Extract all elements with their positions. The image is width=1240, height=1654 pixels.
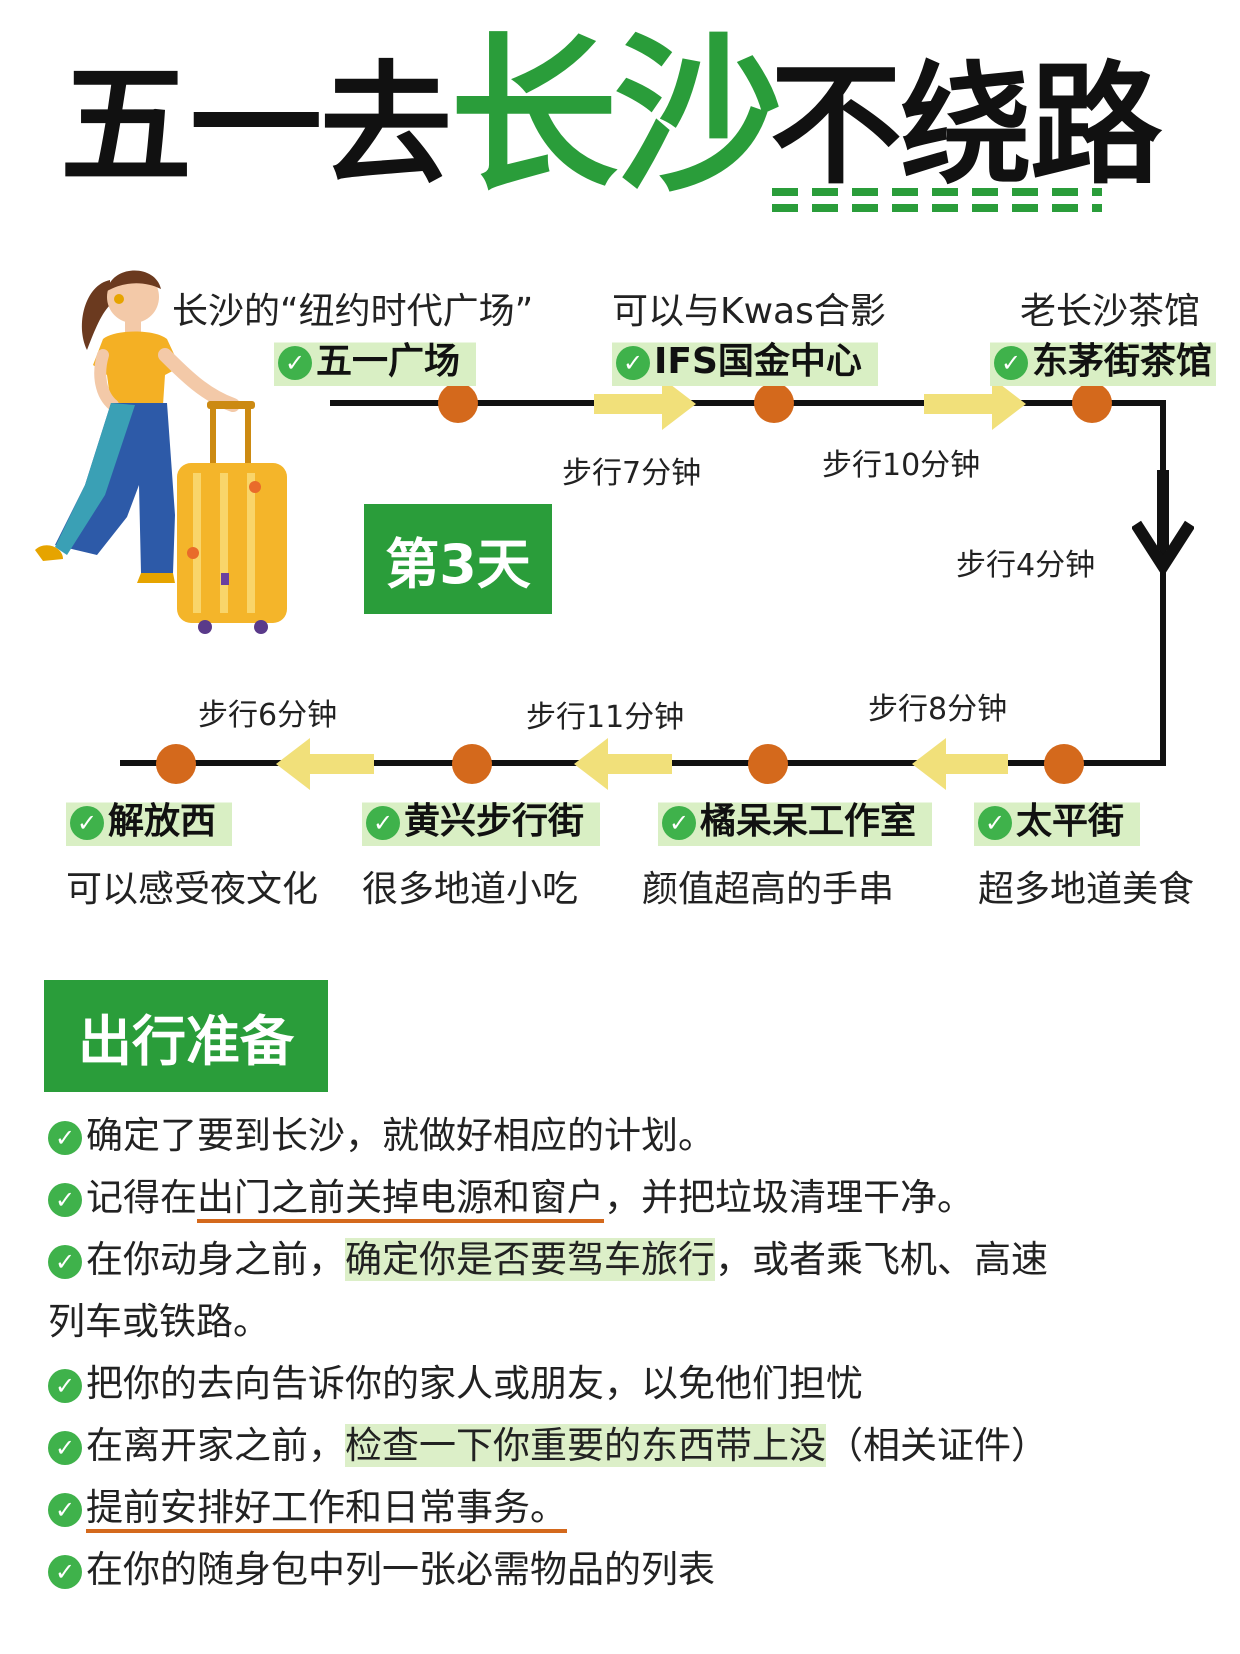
walk-label-6: 步行6分钟 (198, 698, 338, 733)
stop-dot-dongmao (1072, 383, 1112, 423)
title-underline-1 (772, 188, 1102, 196)
check-icon: ✓ (70, 806, 104, 840)
traveler-illustration (35, 270, 287, 634)
stop-desc-taiping: 超多地道美食 (978, 869, 1195, 910)
prep-item-5: ✓在离开家之前，检查一下你重要的东西带上没（相关证件） (48, 1416, 1198, 1476)
check-icon: ✓ (48, 1554, 82, 1589)
check-icon: ✓ (48, 1368, 82, 1403)
prep-item-3-cont: 列车或铁路。 (48, 1300, 270, 1343)
stop-dot-huangxing (452, 744, 492, 784)
stop-dot-judaidai (748, 744, 788, 784)
stop-dot-wuyi (438, 383, 478, 423)
check-icon: ✓ (662, 806, 696, 840)
walk-label-3: 步行4分钟 (956, 548, 1096, 583)
stop-name-taiping: ✓太平街 (974, 790, 1141, 846)
arrow-right-2-icon (924, 378, 1026, 430)
title-part2: 长沙 (450, 18, 782, 214)
walk-label-2: 步行10分钟 (822, 448, 981, 483)
day-badge: 第3天 (364, 504, 552, 614)
stop-dot-jiefangxi (156, 744, 196, 784)
route-line-top (330, 400, 1166, 406)
stop-dot-ifs (754, 383, 794, 423)
title: 五一去 长沙 不绕路 (60, 20, 1190, 220)
title-part1: 五一去 (60, 49, 452, 203)
prep-section-title: 出行准备 (44, 980, 328, 1092)
stop-desc-huangxing: 很多地道小吃 (362, 869, 579, 910)
stop-dot-taiping (1044, 744, 1084, 784)
stop-name-jiefangxi: ✓解放西 (66, 790, 233, 846)
check-icon: ✓ (48, 1430, 82, 1465)
prep-item-4: ✓把你的去向告诉你的家人或朋友，以免他们担忧 (48, 1354, 1198, 1414)
check-icon: ✓ (278, 346, 312, 380)
check-icon: ✓ (994, 346, 1028, 380)
check-icon: ✓ (48, 1492, 82, 1527)
stop-name-ifs: ✓IFS国金中心 (612, 330, 878, 386)
prep-item-7: ✓在你的随身包中列一张必需物品的列表 (48, 1540, 1198, 1600)
walk-label-4: 步行8分钟 (868, 692, 1008, 727)
check-icon: ✓ (48, 1120, 82, 1155)
arrow-left-1-icon (276, 738, 374, 790)
arrow-left-3-icon (912, 738, 1008, 790)
stop-desc-judaidai: 颜值超高的手串 (642, 869, 895, 910)
title-part3: 不绕路 (770, 49, 1162, 203)
title-underline-2 (772, 204, 1102, 212)
stop-name-wuyi: ✓五一广场 (274, 330, 477, 386)
walk-label-5: 步行11分钟 (526, 700, 685, 735)
check-icon: ✓ (616, 346, 650, 380)
route-line-right (1160, 400, 1166, 766)
arrow-left-2-icon (574, 738, 672, 790)
check-icon: ✓ (48, 1244, 82, 1279)
prep-item-1: ✓确定了要到长沙，就做好相应的计划。 (48, 1106, 1198, 1166)
prep-item-3: ✓在你动身之前，确定你是否要驾车旅行，或者乘飞机、高速 (48, 1230, 1198, 1290)
stop-name-judaidai: ✓橘呆呆工作室 (658, 790, 933, 846)
check-icon: ✓ (978, 806, 1012, 840)
check-icon: ✓ (48, 1182, 82, 1217)
stop-name-dongmao: ✓东茅街茶馆 (990, 330, 1217, 386)
stop-desc-dongmao: 老长沙茶馆 (1020, 291, 1201, 332)
stop-desc-wuyi: 长沙的“纽约时代广场” (172, 291, 534, 332)
arrow-right-1-icon (594, 378, 696, 430)
stop-desc-jiefangxi: 可以感受夜文化 (66, 869, 319, 910)
prep-item-6: ✓提前安排好工作和日常事务。 (48, 1478, 1198, 1538)
prep-item-2: ✓记得在出门之前关掉电源和窗户，并把垃圾清理干净。 (48, 1168, 1198, 1228)
check-icon: ✓ (366, 806, 400, 840)
stop-desc-ifs: 可以与Kwas合影 (612, 291, 886, 332)
walk-label-1: 步行7分钟 (562, 456, 702, 491)
down-arrow-icon (1132, 470, 1194, 574)
stop-name-huangxing: ✓黄兴步行街 (362, 790, 601, 846)
